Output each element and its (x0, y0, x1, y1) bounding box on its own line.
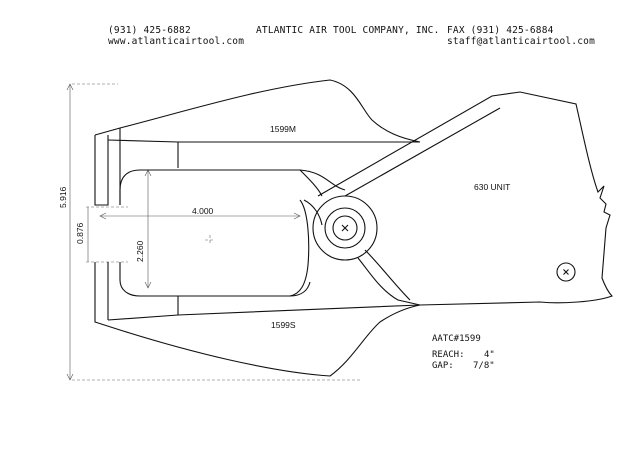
centerline-marks (205, 235, 215, 245)
label-630-unit: 630 UNIT (474, 182, 511, 192)
gap-dimension (86, 206, 128, 263)
header-email[interactable]: staff@atlanticairtool.com (447, 36, 595, 47)
header-fax: FAX (931) 425-6884 (447, 25, 554, 36)
reach-dimension (99, 212, 301, 220)
header-phone: (931) 425-6882 (108, 25, 191, 36)
header-company: ATLANTIC AIR TOOL COMPANY, INC. (256, 25, 440, 36)
label-throat-dim: 2.260 (135, 240, 145, 262)
label-gap-dim: 0.876 (75, 222, 85, 244)
header-website[interactable]: www.atlanticairtool.com (108, 36, 245, 47)
note-gap-value: 7/8" (473, 361, 495, 371)
unit-630-body (317, 91, 613, 306)
pivot-boss (312, 195, 378, 261)
label-1599s: 1599S (271, 320, 296, 330)
note-reach-label: REACH: (432, 350, 465, 360)
note-gap-label: GAP: (432, 361, 454, 371)
upper-jaw-1599m (94, 79, 421, 206)
note-reach-value: 4" (484, 350, 495, 360)
throat-dimension (144, 169, 152, 289)
label-reach-dim: 4.000 (192, 206, 214, 216)
lower-jaw-1599s (94, 199, 421, 377)
note-part-number: AATC#1599 (432, 334, 481, 344)
overall-height-dimension (66, 83, 360, 381)
label-overall-height: 5.916 (58, 186, 68, 208)
label-1599m: 1599M (270, 124, 296, 134)
